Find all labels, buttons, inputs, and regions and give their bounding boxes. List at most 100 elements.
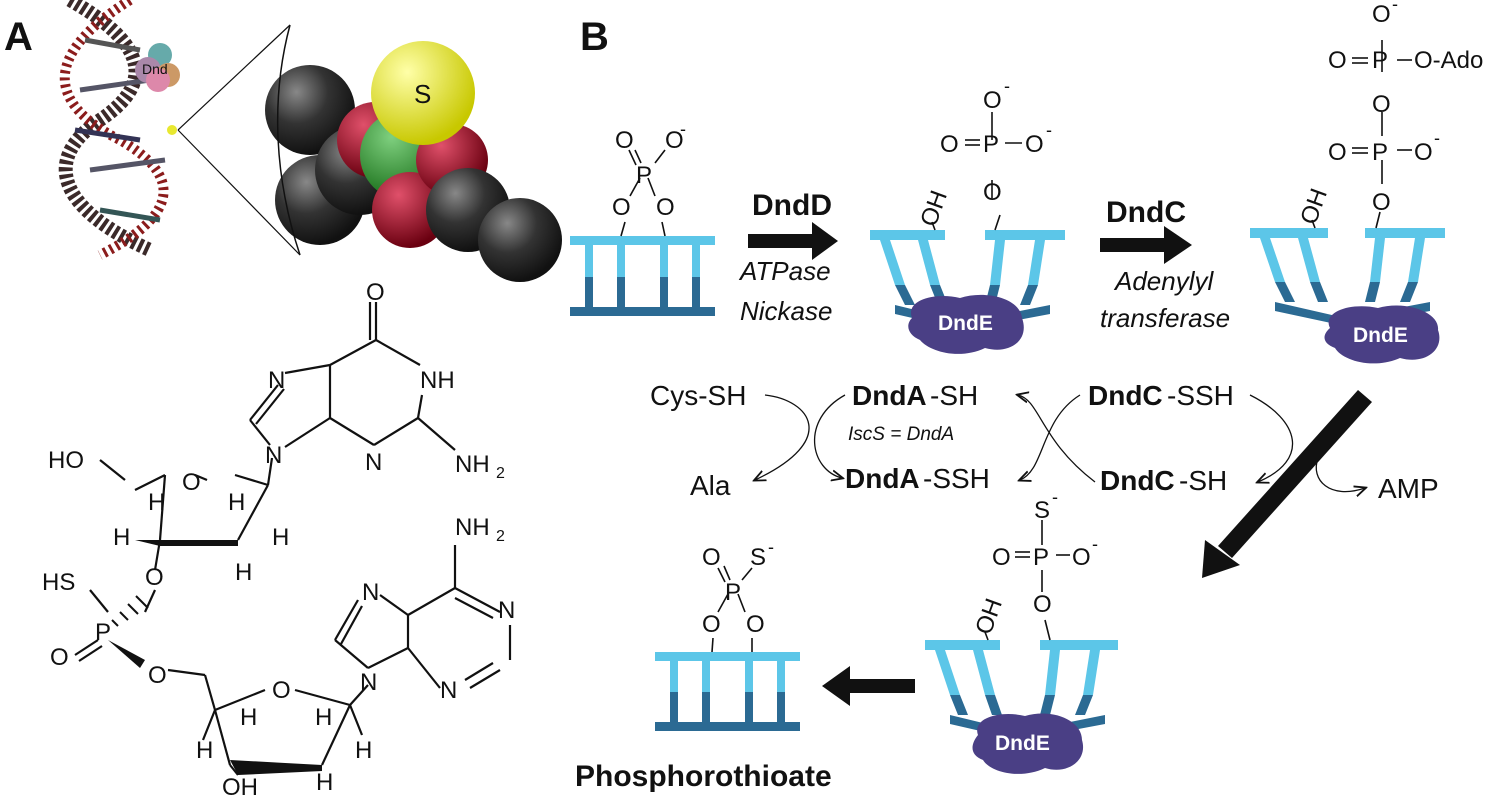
s1-o-left: O bbox=[612, 194, 631, 221]
atom-n9a: N bbox=[360, 669, 377, 696]
atom-o-link2: O bbox=[148, 662, 167, 689]
sulfur-relay-text: Cys-SH Ala DndA -SH IscS = DndA DndA -SS… bbox=[650, 380, 1439, 504]
atom-o-double: O bbox=[50, 644, 69, 671]
enzyme-dndc: DndC bbox=[1106, 196, 1186, 229]
s4-o-bottom: O bbox=[1033, 591, 1052, 618]
atom-o-ring1: O bbox=[182, 469, 201, 496]
panel-label-a: A bbox=[4, 15, 33, 59]
arrow-dndc bbox=[1100, 226, 1192, 264]
dna-stage2 bbox=[870, 112, 1065, 354]
s3-o2-right: O bbox=[1414, 139, 1433, 166]
dnda-sh-rest: -SH bbox=[930, 380, 978, 411]
sugar1-bold-bond bbox=[135, 540, 238, 546]
sugar2-bold-bond bbox=[230, 760, 322, 775]
s1-o-right: O bbox=[656, 194, 675, 221]
atom-h9: H bbox=[355, 737, 372, 764]
s5-p: P bbox=[725, 579, 741, 606]
amp: AMP bbox=[1378, 473, 1439, 504]
dnde-label-stage2: DndE bbox=[938, 312, 993, 335]
sub2-a: 2 bbox=[496, 528, 505, 545]
s3-o-bottom: O bbox=[1372, 189, 1391, 216]
atom-o-link1: O bbox=[145, 564, 164, 591]
atom-nh: NH bbox=[420, 367, 455, 394]
s2-o-right: O bbox=[1025, 131, 1044, 158]
s1-o-top-left: O bbox=[615, 127, 634, 154]
s5-o-left: O bbox=[702, 611, 721, 638]
s3-p2: P bbox=[1372, 139, 1388, 166]
s3-p1: P bbox=[1372, 47, 1388, 74]
hash-bond bbox=[111, 595, 149, 627]
s2-o-bottom: O bbox=[983, 179, 1002, 206]
dnda-ssh-bold: DndA bbox=[845, 463, 920, 494]
sub2-g: 2 bbox=[496, 465, 505, 482]
atom-n7a: N bbox=[362, 579, 379, 606]
dndc-sh-bold: DndC bbox=[1100, 465, 1175, 496]
s4-o-left: O bbox=[992, 544, 1011, 571]
enzyme-dndd: DndD bbox=[752, 189, 832, 222]
s3-o-top: O bbox=[1372, 1, 1391, 28]
s3-minus2: - bbox=[1434, 128, 1440, 148]
atom-h8: H bbox=[196, 737, 213, 764]
arrow-dndd bbox=[748, 222, 838, 260]
dna-stage3 bbox=[1250, 40, 1445, 364]
s1-p: P bbox=[636, 162, 652, 189]
product-label: Phosphorothioate bbox=[575, 760, 832, 793]
s4-minus-s: - bbox=[1052, 487, 1058, 507]
arrow-diagonal bbox=[1202, 390, 1372, 578]
atom-n1a: N bbox=[498, 597, 515, 624]
dndc-sh-rest: -SH bbox=[1179, 465, 1227, 496]
dna-stage5 bbox=[655, 565, 800, 731]
dnda-ssh-rest: -SSH bbox=[923, 463, 990, 494]
s5-s: S bbox=[750, 544, 766, 571]
dna-stage1 bbox=[570, 149, 715, 316]
atom-h4: H bbox=[272, 524, 289, 551]
ala: Ala bbox=[690, 470, 731, 501]
s3-o-bridge: O bbox=[1372, 91, 1391, 118]
s3-o2-left: O bbox=[1328, 139, 1347, 166]
atom-nh2-a: NH bbox=[455, 514, 490, 541]
atom-ho: HO bbox=[48, 447, 84, 474]
s3-minus-top: - bbox=[1392, 0, 1398, 14]
atom-h1: H bbox=[148, 489, 165, 516]
s4-s: S bbox=[1034, 497, 1050, 524]
sulfur-label: S bbox=[414, 79, 431, 109]
relay-curved-arrows bbox=[755, 395, 1365, 492]
atom-h10: H bbox=[316, 769, 333, 796]
dinucleotide-structure bbox=[74, 302, 512, 776]
dndd-role-atpase: ATPase bbox=[738, 256, 831, 286]
s2-oh: OH bbox=[915, 187, 953, 230]
s3-oh: OH bbox=[1295, 185, 1333, 228]
dndc-ssh-rest: -SSH bbox=[1167, 380, 1234, 411]
s2-minus-right: - bbox=[1046, 120, 1052, 140]
arrow-to-product bbox=[822, 666, 915, 706]
s1-o-top-right: O bbox=[665, 127, 684, 154]
atom-n7: N bbox=[268, 367, 285, 394]
s5-o-top: O bbox=[702, 544, 721, 571]
s4-oh: OH bbox=[970, 595, 1008, 638]
dnde-label-stage4: DndE bbox=[995, 732, 1050, 755]
atom-oh: OH bbox=[222, 774, 258, 798]
atom-n3: N bbox=[365, 449, 382, 476]
dnd-label: Dnd bbox=[142, 61, 168, 77]
dndc-role-adenylyl: Adenylyl bbox=[1113, 266, 1214, 296]
atom-n3a: N bbox=[440, 677, 457, 704]
s4-p: P bbox=[1033, 544, 1049, 571]
atom-h3: H bbox=[113, 524, 130, 551]
s2-o-left: O bbox=[940, 131, 959, 158]
cys-sh: Cys-SH bbox=[650, 380, 746, 411]
atom-h2: H bbox=[228, 489, 245, 516]
s2-p: P bbox=[983, 131, 999, 158]
dndd-role-nickase: Nickase bbox=[740, 296, 832, 326]
atom-hs: HS bbox=[42, 569, 75, 596]
dna-helix-model bbox=[58, 0, 177, 260]
s4-o-right: O bbox=[1072, 544, 1091, 571]
atom-nh2-g: NH bbox=[455, 451, 490, 478]
atom-o-carbonyl: O bbox=[366, 279, 385, 306]
iscs-note: IscS = DndA bbox=[848, 424, 954, 445]
atom-p: P bbox=[95, 619, 111, 646]
dnda-sh-bold: DndA bbox=[852, 380, 927, 411]
atom-h5: H bbox=[235, 559, 252, 586]
dndc-ssh-bold: DndC bbox=[1088, 380, 1163, 411]
dna-stage4 bbox=[925, 520, 1118, 774]
